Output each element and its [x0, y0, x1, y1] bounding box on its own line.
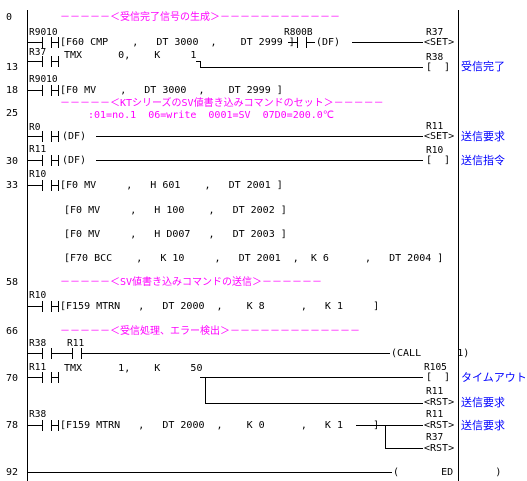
contact-label: R10 — [29, 290, 47, 301]
rung-comment: －－－－－＜SV値書き込みコマンドの送信＞－－－－－－ — [60, 277, 323, 288]
coil-symbol: <RST> — [424, 443, 455, 454]
step-number: 0 — [6, 12, 13, 23]
contact-label: R38 — [29, 409, 47, 420]
instruction: [F60 CMP , DT 3000 , DT 2999 ] — [60, 37, 295, 48]
df-instruction: (DF) — [62, 131, 87, 142]
coil-symbol: <SET> — [424, 131, 455, 142]
contact-label: R9010 — [29, 74, 58, 85]
step-number: 92 — [6, 467, 19, 478]
timer-instruction: TMX 1, K 50 — [64, 363, 203, 374]
coil-symbol: <RST> — [424, 397, 455, 408]
coil-comment: 受信完了 — [461, 60, 505, 73]
step-number: 13 — [6, 62, 19, 73]
rung-comment: －－－－－＜受信処理、エラー検出＞－－－－－－－－－－－－－ — [60, 326, 360, 337]
contact-label: R11 — [29, 362, 47, 373]
coil-label: R11 — [426, 409, 444, 420]
contact-label: R38 — [29, 338, 47, 349]
step-number: 25 — [6, 108, 19, 119]
coil-comment: タイムアウト — [461, 371, 527, 384]
timer-instruction: TMX 0, K 1 — [64, 50, 197, 61]
instruction: [F0 MV , H 100 , DT 2002 ] — [64, 205, 287, 216]
step-number: 70 — [6, 373, 19, 384]
step-number: 78 — [6, 420, 19, 431]
step-number: 18 — [6, 85, 19, 96]
coil-comment: 送信指令 — [461, 154, 505, 167]
contact-label: R9010 — [29, 27, 58, 38]
coil-label: R11 — [426, 386, 444, 397]
call-instruction: (CALL 1) — [391, 348, 470, 359]
step-number: 66 — [6, 326, 19, 337]
instruction: [F70 BCC , K 10 , DT 2001 , K 6 , DT 200… — [64, 253, 444, 264]
contact-label: R800B — [284, 27, 313, 38]
contact-label: R37 — [29, 47, 47, 58]
coil-label: R37 — [426, 27, 444, 38]
df-instruction: (DF) — [316, 37, 341, 48]
contact-label: R0 — [29, 122, 41, 133]
contact-label: R10 — [29, 169, 47, 180]
rung-comment: －－－－－＜受信完了信号の生成＞－－－－－－－－－－－－ — [60, 12, 340, 23]
coil-comment: 送信要求 — [461, 130, 505, 143]
coil-symbol: [ ] — [426, 62, 451, 73]
step-number: 30 — [6, 156, 19, 167]
coil-label: R10 — [426, 145, 444, 156]
coil-symbol: <SET> — [424, 37, 455, 48]
step-number: 58 — [6, 277, 19, 288]
coil-symbol: [ ] — [426, 372, 451, 383]
coil-label: R11 — [426, 121, 444, 132]
instruction: [F0 MV , DT 3000 , DT 2999 ] — [60, 85, 283, 96]
end-instruction: ( ED ) — [393, 467, 502, 478]
contact-label: R11 — [67, 338, 85, 349]
coil-symbol: <RST> — [424, 420, 455, 431]
coil-label: R38 — [426, 52, 444, 63]
coil-label: R105 — [424, 362, 447, 373]
df-instruction: (DF) — [62, 155, 87, 166]
step-number: 33 — [6, 180, 19, 191]
contact-label: R11 — [29, 144, 47, 155]
instruction: [F0 MV , H 601 , DT 2001 ] — [60, 180, 283, 191]
instruction: [F0 MV , H D007 , DT 2003 ] — [64, 229, 287, 240]
instruction: [F159 MTRN , DT 2000 , K 0 , K 1 ] — [60, 420, 380, 431]
coil-comment: 送信要求 — [461, 396, 505, 409]
coil-label: R37 — [426, 432, 444, 443]
rung-comment-detail: :01=no.1 06=write 0001=SV 07D0=200.0℃ — [88, 110, 335, 121]
coil-comment: 送信要求 — [461, 419, 505, 432]
instruction: [F159 MTRN , DT 2000 , K 8 , K 1 ] — [60, 301, 380, 312]
rung-comment: －－－－－＜KTシリーズのSV値書き込みコマンドのセット＞－－－－－ — [60, 98, 384, 109]
coil-symbol: [ ] — [426, 155, 451, 166]
